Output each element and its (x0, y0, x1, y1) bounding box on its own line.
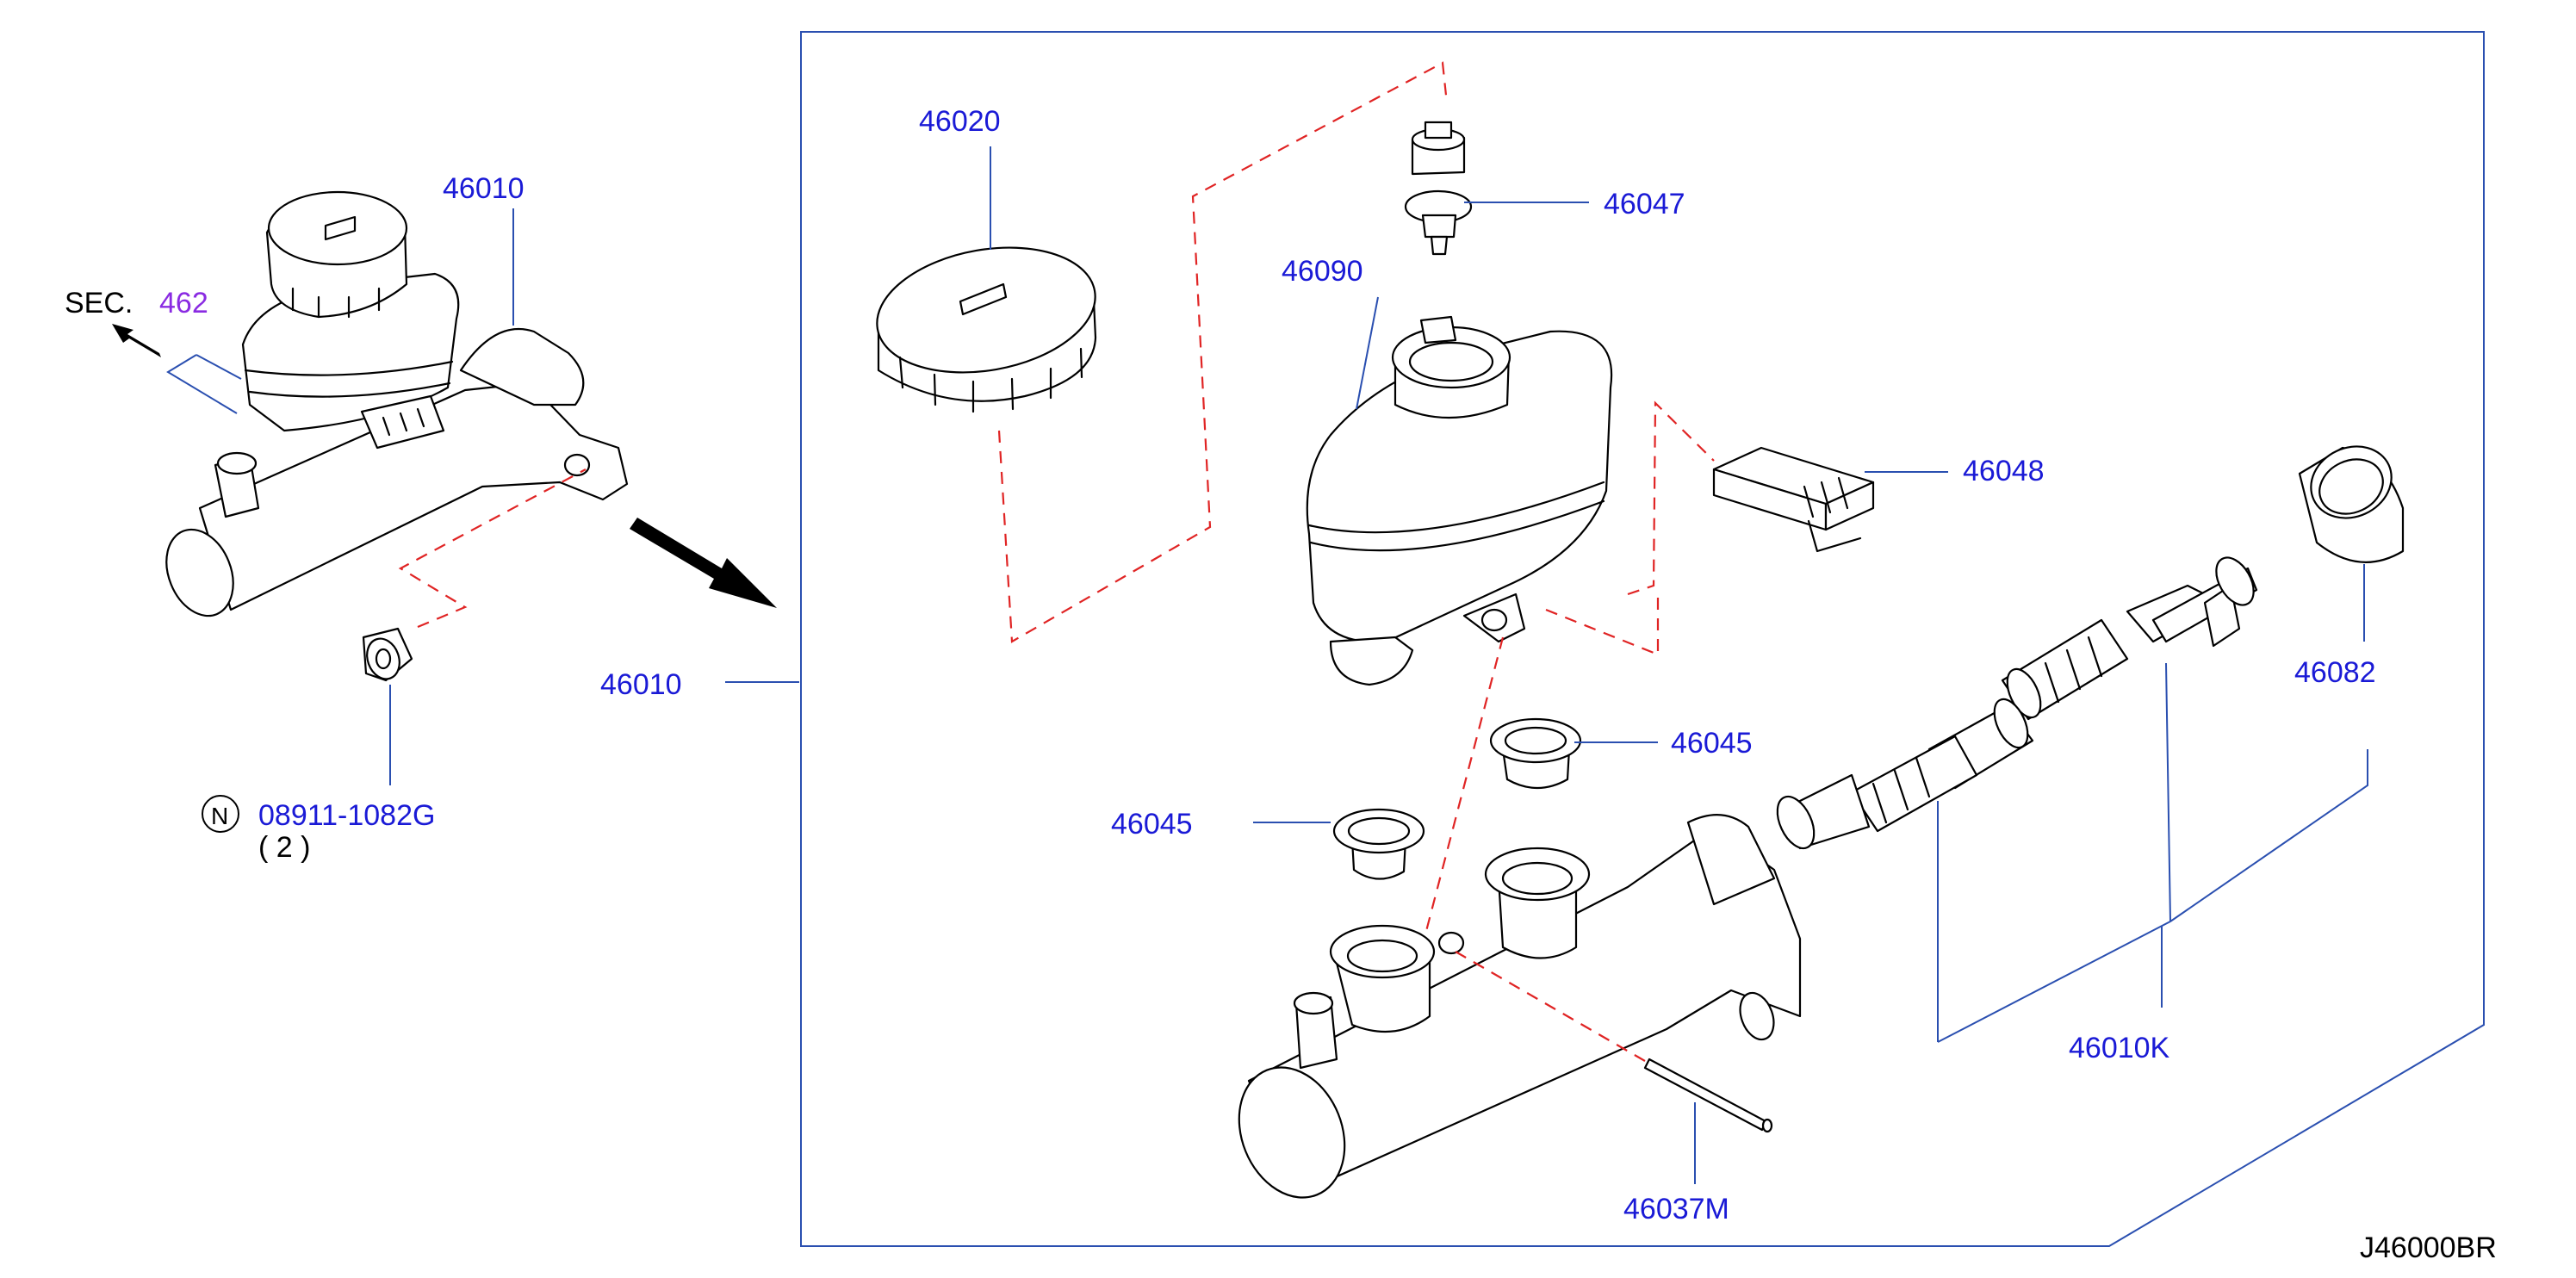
diagram-code: J46000BR (2360, 1231, 2497, 1264)
reservoir-cap-46020-drawing (876, 246, 1097, 413)
part-number-46020[interactable]: 46020 (919, 105, 1001, 138)
guide-bolt (398, 468, 587, 629)
sec-arrow-icon (112, 324, 161, 357)
leader-46010k (1937, 662, 2368, 1043)
explode-arrow-icon (630, 518, 777, 608)
part-number-46037m[interactable]: 46037M (1623, 1193, 1729, 1225)
n-symbol-icon (202, 795, 239, 833)
leader-sec-462 (166, 354, 242, 414)
n-symbol-label: N (211, 803, 228, 829)
guide-cap-to-reservoir (997, 61, 1449, 643)
sec-462-link[interactable]: 462 (159, 287, 208, 320)
part-number-46010-left[interactable]: 46010 (600, 668, 682, 701)
sec-label: SEC. (65, 287, 133, 320)
guide-pin (1455, 951, 1646, 1062)
part-number-46047[interactable]: 46047 (1604, 188, 1685, 220)
guide-reservoir-to-body (1424, 636, 1505, 935)
part-number-46010-top[interactable]: 46010 (443, 172, 525, 205)
pin-46037m-drawing (1643, 1058, 1773, 1133)
bolt-08911-drawing (362, 627, 413, 682)
connector-46047-drawing (1404, 121, 1473, 256)
guide-body-to-reservoir (1545, 594, 1660, 656)
part-number-46010k[interactable]: 46010K (2069, 1032, 2170, 1064)
grommet-46045-right-drawing (1489, 717, 1582, 789)
quantity-label: ( 2 ) (258, 831, 310, 864)
seal-46082-drawing (2298, 445, 2405, 563)
part-number-46045-right[interactable]: 46045 (1671, 727, 1753, 760)
master-cylinder-assembly-drawing (165, 190, 629, 617)
leader-46090 (1356, 296, 1379, 410)
guide-sensor (1627, 400, 1715, 596)
part-number-46045-left[interactable]: 46045 (1111, 808, 1193, 841)
reservoir-tank-46090-drawing (1306, 315, 1613, 686)
grommet-46045-left-drawing (1332, 808, 1425, 880)
part-number-46082[interactable]: 46082 (2294, 656, 2376, 689)
part-number-08911-1082g[interactable]: 08911-1082G (258, 799, 435, 832)
piston-kit-46010k-drawing (1776, 556, 2258, 850)
sensor-46048-drawing (1712, 446, 1875, 553)
exploded-view-frame (800, 31, 2485, 1247)
cylinder-body-drawing (1238, 814, 1802, 1199)
part-number-46048[interactable]: 46048 (1963, 455, 2045, 487)
part-number-46090[interactable]: 46090 (1282, 255, 1363, 288)
